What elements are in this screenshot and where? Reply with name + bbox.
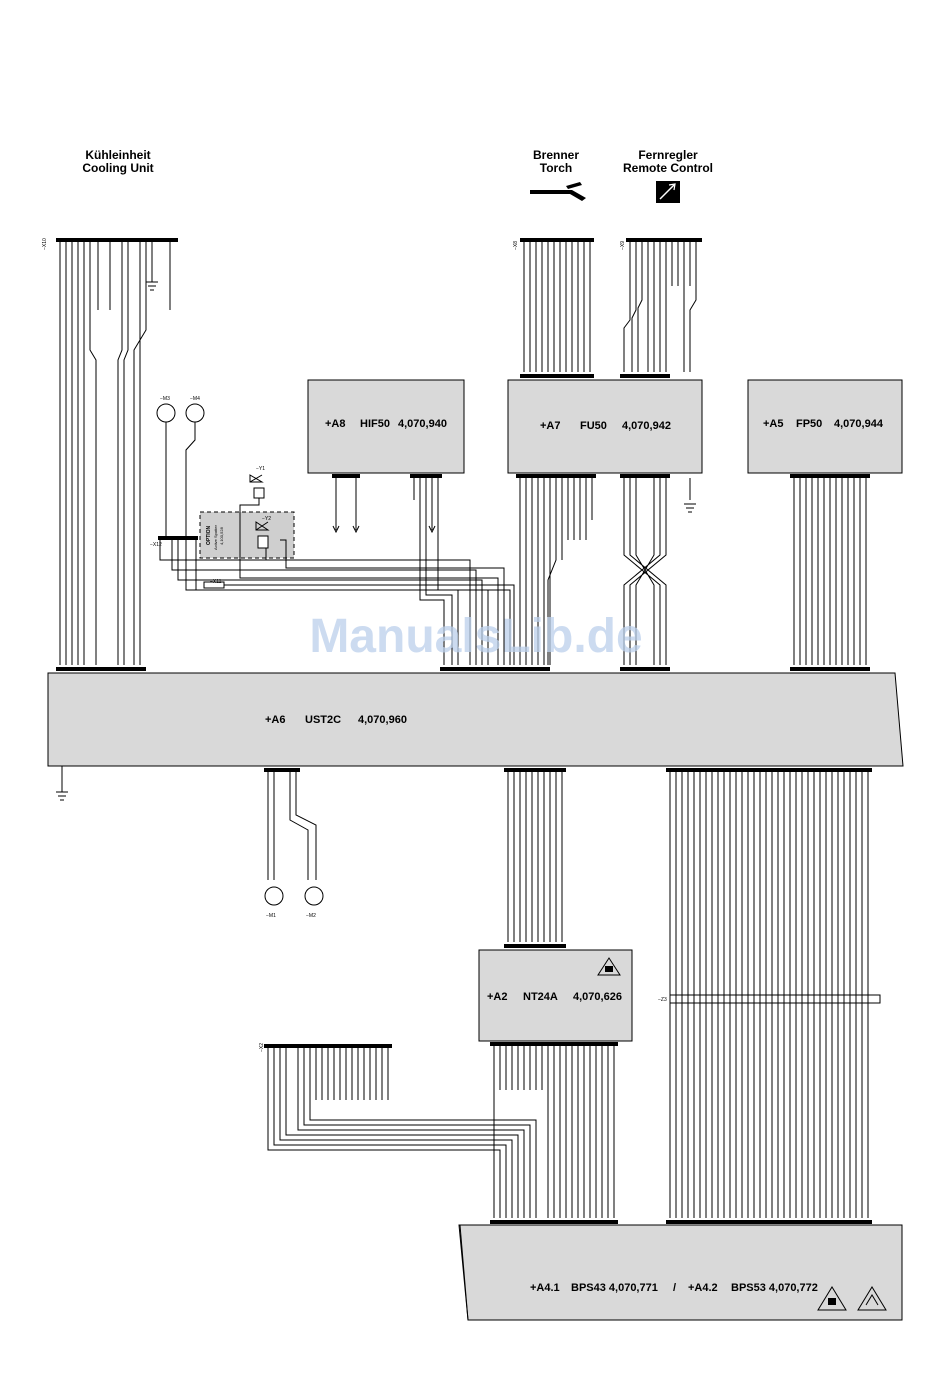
high-voltage-warning-icon <box>597 957 621 976</box>
svg-text:FP50: FP50 <box>796 418 822 430</box>
module-a2-box <box>478 949 633 1042</box>
svg-text:BPS43 4,070,771: BPS43 4,070,771 <box>571 1282 658 1294</box>
svg-text:+A4.1: +A4.1 <box>530 1282 560 1294</box>
svg-text:+A6: +A6 <box>265 714 286 726</box>
svg-text:4,070,942: 4,070,942 <box>622 420 671 432</box>
label-x12: −X12 <box>150 542 162 548</box>
torch-icon <box>530 182 586 201</box>
module-a5-label: +A5 FP50 4,070,944 <box>763 418 884 430</box>
connector-strips <box>56 238 872 1224</box>
remote-control-icon <box>656 181 680 203</box>
module-a4-label: +A4.1 BPS43 4,070,771 / +A4.2 BPS53 4,07… <box>530 1282 818 1294</box>
svg-text:4,070,626: 4,070,626 <box>573 991 622 1003</box>
header-cooling-de: Kühleinheit <box>85 148 150 162</box>
label-m2: −M2 <box>306 913 316 919</box>
pcb-warning-icon <box>817 1286 847 1311</box>
watermark: ManualsLib.de <box>309 610 642 663</box>
header-remote-de: Fernregler <box>638 148 698 162</box>
svg-text:+A7: +A7 <box>540 420 561 432</box>
header-remote-en: Remote Control <box>623 161 713 175</box>
svg-text:Active Spatter: Active Spatter <box>213 524 218 550</box>
label-m3: −M3 <box>160 396 170 402</box>
label-y1: −Y1 <box>256 466 265 472</box>
option-box <box>199 511 295 559</box>
svg-text:+A8: +A8 <box>325 418 346 430</box>
label-x9: −X9 <box>620 241 626 250</box>
label-x8: −X8 <box>513 241 519 250</box>
label-x10: −X10 <box>42 238 48 250</box>
svg-text:4,100,528: 4,100,528 <box>219 526 224 545</box>
module-a4-box <box>458 1224 903 1321</box>
label-m1: −M1 <box>266 913 276 919</box>
svg-text:4,070,940: 4,070,940 <box>398 418 447 430</box>
label-y2: −Y2 <box>262 516 271 522</box>
module-a8-box <box>307 379 465 474</box>
svg-text:FU50: FU50 <box>580 420 607 432</box>
module-a2-label: +A2 NT24A 4,070,626 <box>487 991 622 1003</box>
svg-text:4,070,944: 4,070,944 <box>834 418 884 430</box>
esd-warning-icon <box>857 1286 887 1311</box>
svg-text:+A5: +A5 <box>763 418 784 430</box>
label-x11: −X11 <box>210 579 222 585</box>
option-label: OPTION Active Spatter 4,100,528 <box>206 524 224 550</box>
svg-text:+A4.2: +A4.2 <box>688 1282 718 1294</box>
svg-text:NT24A: NT24A <box>523 991 558 1003</box>
label-m4: −M4 <box>190 396 200 402</box>
module-a7-box <box>507 379 703 474</box>
wiring <box>56 242 902 1321</box>
label-z3: −Z3 <box>658 997 667 1003</box>
label-x2: −X2 <box>259 1043 265 1052</box>
module-a6-label: +A6 UST2C 4,070,960 <box>265 714 407 726</box>
module-a6-box <box>47 672 904 767</box>
header-torch-en: Torch <box>540 161 572 175</box>
svg-text:UST2C: UST2C <box>305 714 341 726</box>
svg-text:/: / <box>673 1282 676 1294</box>
module-a5-box <box>747 379 903 474</box>
svg-text:HIF50: HIF50 <box>360 418 390 430</box>
svg-text:+A2: +A2 <box>487 991 508 1003</box>
svg-text:4,070,960: 4,070,960 <box>358 714 407 726</box>
svg-text:OPTION: OPTION <box>206 525 212 545</box>
header-torch-de: Brenner <box>533 148 579 162</box>
module-a7-label: +A7 FU50 4,070,942 <box>540 420 671 432</box>
module-a8-label: +A8 HIF50 4,070,940 <box>325 418 447 430</box>
header-cooling-en: Cooling Unit <box>82 161 153 175</box>
svg-text:BPS53 4,070,772: BPS53 4,070,772 <box>731 1282 818 1294</box>
